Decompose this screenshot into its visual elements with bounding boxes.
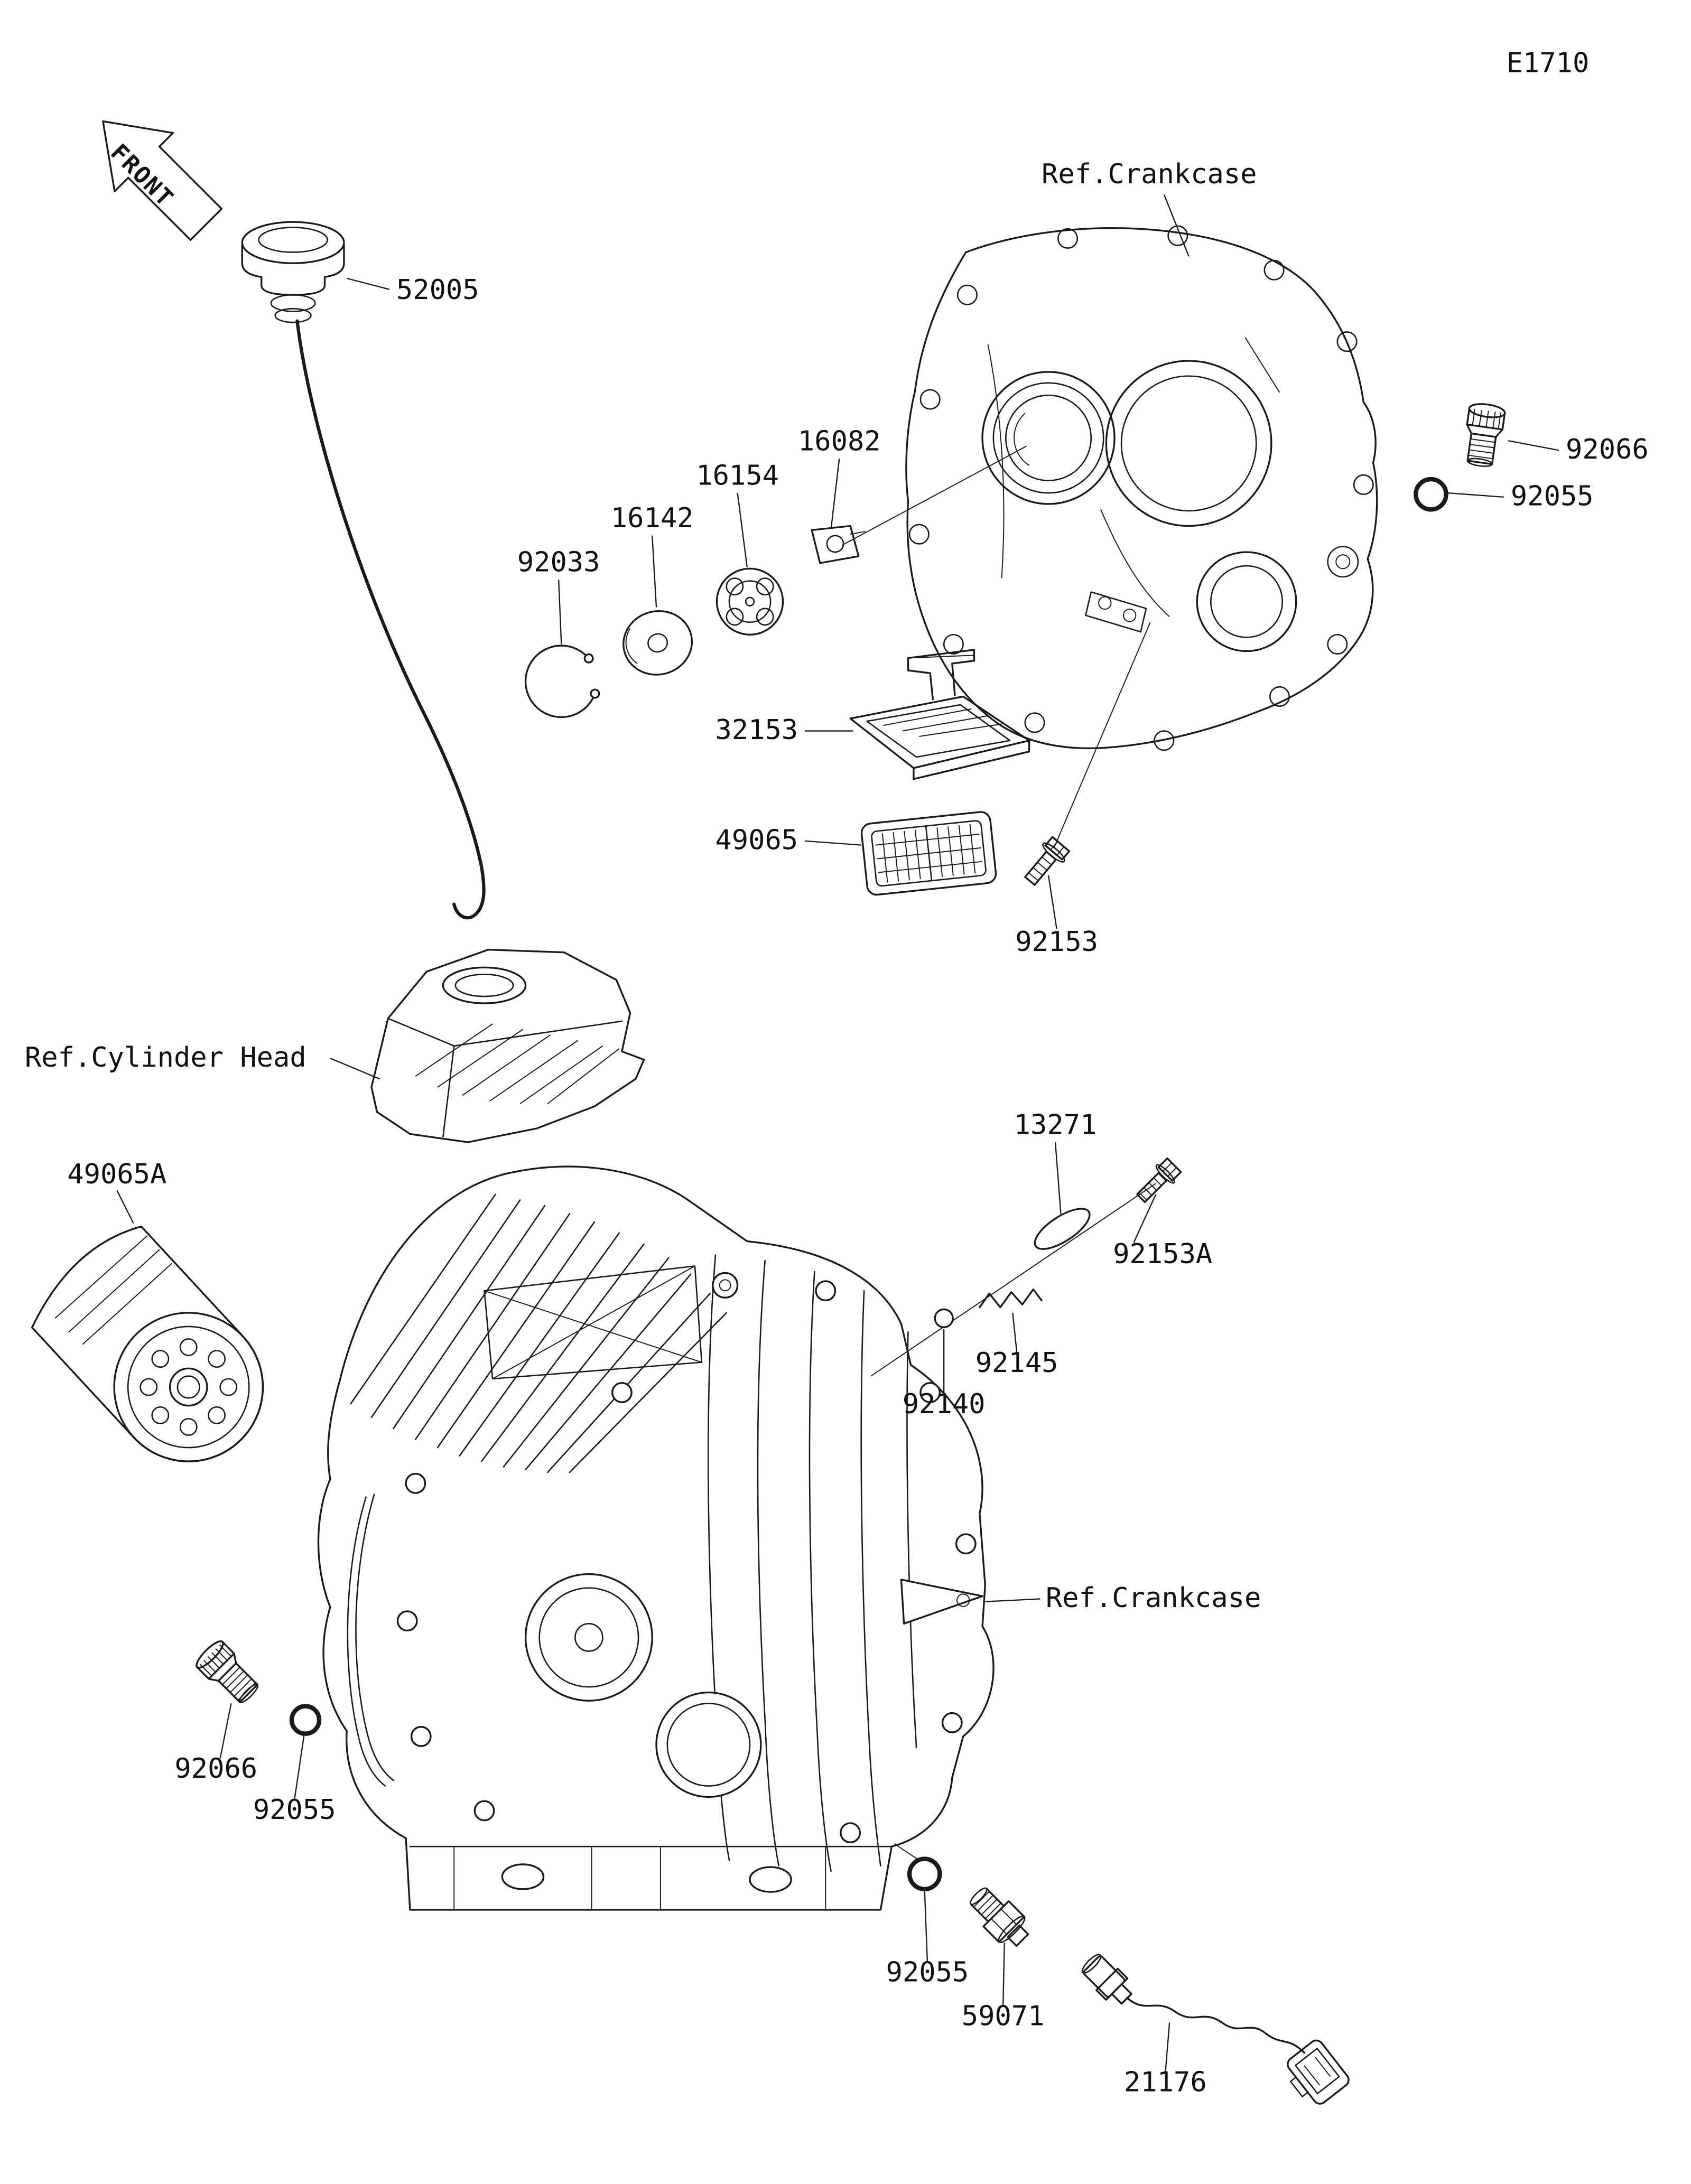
part-label-59071: 59071 xyxy=(962,2001,1045,2032)
oil-plug-92066-top-drawing xyxy=(1466,403,1506,467)
spring-92145-drawing xyxy=(979,1288,1043,1309)
part-label-92066-bottom: 92066 xyxy=(174,1753,257,1785)
part-label-92055-top: 92055 xyxy=(1511,481,1594,512)
part-label-92055-bottom-mid: 92055 xyxy=(886,1956,969,1988)
part-label-49065a: 49065A xyxy=(67,1159,166,1190)
gasket-strip-drawing xyxy=(347,1494,394,1787)
o-ring-92055-bottom-mid-drawing xyxy=(907,1856,942,1892)
part-label-92153: 92153 xyxy=(1015,926,1098,958)
oil-screen-49065-drawing xyxy=(860,811,997,896)
part-label-92055-bottom-left: 92055 xyxy=(253,1794,336,1826)
part-label-16082: 16082 xyxy=(798,425,881,457)
front-arrow-icon: FRONT xyxy=(102,120,223,241)
part-label-92145: 92145 xyxy=(975,1347,1058,1379)
part-label-92140: 92140 xyxy=(903,1388,986,1420)
oil-pump-case-16082-drawing xyxy=(811,525,866,564)
crankcase-ribs xyxy=(707,1254,917,1872)
oil-dipstick-drawing xyxy=(241,221,486,920)
part-label-16142: 16142 xyxy=(611,502,694,534)
screen-holder-32153-drawing xyxy=(849,649,1030,780)
ref-crankcase-mid-label: Ref.Crankcase xyxy=(1046,1582,1261,1614)
oil-filter-49065a-drawing xyxy=(31,1225,264,1462)
part-label-92033: 92033 xyxy=(517,546,600,578)
sensor-connector xyxy=(1287,2039,1350,2105)
pump-rotor-16154-drawing xyxy=(716,567,784,636)
cover-bolt-holes xyxy=(908,225,1374,751)
sensor-cable xyxy=(1126,1996,1306,2054)
part-label-49065: 49065 xyxy=(715,824,798,856)
part-label-92153a: 92153A xyxy=(1113,1238,1212,1270)
assembly-axis-line xyxy=(870,1183,1156,1377)
bolt-92153-drawing xyxy=(1024,836,1071,886)
cooling-fins xyxy=(350,1193,728,1473)
washer-16142-drawing xyxy=(622,610,693,676)
part-label-52005: 52005 xyxy=(396,274,479,306)
bolt-92153a-drawing xyxy=(1136,1157,1182,1203)
cylinder-head-cover-drawing xyxy=(370,948,645,1143)
block-bolt-holes xyxy=(396,1280,977,1844)
o-ring-92055-bottom-left-drawing xyxy=(289,1704,322,1736)
ref-crankcase-top-label: Ref.Crankcase xyxy=(1042,158,1257,190)
part-label-13271: 13271 xyxy=(1014,1109,1097,1141)
o-ring-92055-top-drawing xyxy=(1414,477,1448,512)
part-label-21176: 21176 xyxy=(1124,2067,1207,2098)
part-label-92066-top: 92066 xyxy=(1566,434,1649,465)
leader-lines xyxy=(116,194,1559,2073)
fitting-59071-drawing xyxy=(970,1887,1029,1947)
crankcase-block-drawing xyxy=(317,1165,995,1911)
circlip-92033-drawing xyxy=(524,645,600,718)
sensor-21176-drawing xyxy=(1081,1954,1350,2105)
diagram-code-label: E1710 xyxy=(1507,47,1590,79)
ref-cylinder-head-label: Ref.Cylinder Head xyxy=(25,1042,306,1074)
link-13271-drawing xyxy=(1034,1208,1091,1250)
part-label-32153: 32153 xyxy=(715,714,798,746)
oil-plug-92066-bottom-drawing xyxy=(196,1640,259,1703)
ball-92140-drawing xyxy=(934,1308,954,1328)
crankcase-cover-drawing xyxy=(905,225,1378,751)
part-label-16154: 16154 xyxy=(696,460,779,491)
